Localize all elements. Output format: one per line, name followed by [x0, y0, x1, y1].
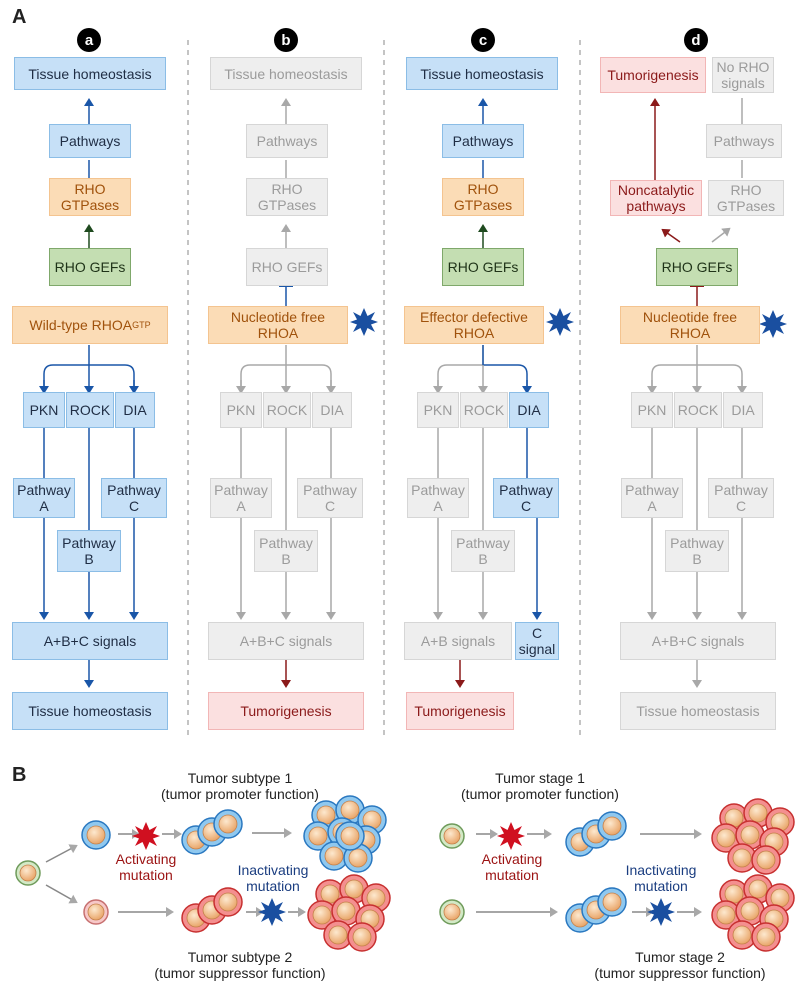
c-pathway-c: Pathway C — [493, 478, 559, 518]
c-effector-defective-rhoa: Effector defective RHOA — [404, 306, 544, 344]
subtype2-subtitle: (tumor suppressor function) — [154, 965, 326, 981]
a-pkn: PKN — [23, 392, 65, 428]
inactivating-star-icon — [258, 898, 286, 926]
d-pkn: PKN — [631, 392, 673, 428]
b-dia: DIA — [312, 392, 352, 428]
b-rock: ROCK — [263, 392, 311, 428]
c-pathway-b: Pathway B — [451, 530, 515, 572]
c-pathways: Pathways — [442, 124, 524, 158]
a-pathways: Pathways — [49, 124, 131, 158]
mutation-star-icon — [759, 310, 787, 338]
b-tumorigenesis: Tumorigenesis — [208, 692, 364, 730]
b-nucleotide-free-rhoa: Nucleotide free RHOA — [208, 306, 348, 344]
b-rho-gefs: RHO GEFs — [246, 248, 328, 286]
a-rho-gtpases: RHO GTPases — [49, 178, 131, 216]
inactivating-star-icon — [647, 898, 675, 926]
inactivating-mutation-label-left: Inactivating mutation — [237, 862, 309, 894]
d-pathway-c: Pathway C — [708, 478, 774, 518]
red-tumor-cluster-stage1 — [711, 798, 795, 875]
c-dia: DIA — [509, 392, 549, 428]
a-dia: DIA — [115, 392, 155, 428]
b-tissue-homeostasis-top: Tissue homeostasis — [210, 57, 362, 90]
c-tumorigenesis: Tumorigenesis — [406, 692, 514, 730]
c-ab-signals: A+B signals — [404, 622, 512, 660]
stage2-title: Tumor stage 2 — [635, 949, 725, 965]
inactivating-mutation-label-right: Inactivating mutation — [625, 862, 697, 894]
gtp-superscript: GTP — [132, 320, 151, 330]
b-pathway-c: Pathway C — [297, 478, 363, 518]
d-pathway-b: Pathway B — [665, 530, 729, 572]
a-abc-signals: A+B+C signals — [12, 622, 168, 660]
panel-a-label: A — [12, 6, 27, 28]
d-tumorigenesis: Tumorigenesis — [600, 57, 706, 93]
d-dia: DIA — [723, 392, 763, 428]
b-pathway-a: Pathway A — [210, 478, 272, 518]
d-nucleotide-free-rhoa: Nucleotide free RHOA — [620, 306, 760, 344]
activating-mutation-label-right: Activating mutation — [481, 851, 543, 883]
c-tissue-homeostasis-top: Tissue homeostasis — [406, 57, 558, 90]
d-pathway-a: Pathway A — [621, 478, 683, 518]
column-d-marker: d — [684, 28, 708, 52]
subtype2-title: Tumor subtype 2 — [187, 949, 293, 965]
activating-mutation-label-left: Activating mutation — [115, 851, 177, 883]
subtype1-subtitle: (tumor promoter function) — [161, 786, 319, 802]
a-pathway-c: Pathway C — [101, 478, 167, 518]
b-abc-signals: A+B+C signals — [208, 622, 364, 660]
mutation-star-icon — [546, 308, 574, 336]
b-rho-gtpases: RHO GTPases — [246, 178, 328, 216]
stage1-title: Tumor stage 1 — [495, 770, 585, 786]
d-tissue-homeostasis-bottom: Tissue homeostasis — [620, 692, 776, 730]
activating-star-icon — [497, 822, 525, 850]
d-rho-gtpases: RHO GTPases — [708, 180, 784, 216]
column-a-marker: a — [77, 28, 101, 52]
d-rock: ROCK — [674, 392, 722, 428]
b-pkn: PKN — [220, 392, 262, 428]
red-tumor-cluster-stage2 — [711, 874, 795, 952]
a-pathway-b: Pathway B — [57, 530, 121, 572]
c-rock: ROCK — [460, 392, 508, 428]
c-pkn: PKN — [417, 392, 459, 428]
column-b-marker: b — [274, 28, 298, 52]
c-pathway-a: Pathway A — [407, 478, 469, 518]
d-abc-signals: A+B+C signals — [620, 622, 776, 660]
a-tissue-homeostasis-bottom: Tissue homeostasis — [12, 692, 168, 730]
a-tissue-homeostasis-top: Tissue homeostasis — [14, 57, 166, 90]
c-rho-gefs: RHO GEFs — [442, 248, 524, 286]
b-pathways: Pathways — [246, 124, 328, 158]
activating-star-icon — [132, 822, 160, 850]
subtype1-title: Tumor subtype 1 — [187, 770, 293, 786]
stage2-subtitle: (tumor suppressor function) — [594, 965, 766, 981]
column-c-marker: c — [471, 28, 495, 52]
mutation-star-icon — [350, 308, 378, 336]
d-pathways: Pathways — [706, 124, 782, 158]
d-rho-gefs: RHO GEFs — [656, 248, 738, 286]
c-rho-gtpases: RHO GTPases — [442, 178, 524, 216]
red-tumor-cluster — [307, 874, 391, 952]
b-pathway-b: Pathway B — [254, 530, 318, 572]
d-no-rho-signals: No RHO signals — [712, 57, 774, 93]
blue-tumor-cluster — [303, 795, 387, 873]
a-rock: ROCK — [66, 392, 114, 428]
c-c-signal: C signal — [515, 622, 559, 660]
stage1-subtitle: (tumor promoter function) — [461, 786, 619, 802]
d-noncatalytic-pathways: Noncatalytic pathways — [610, 180, 702, 216]
panel-b-label: B — [12, 764, 27, 786]
a-pathway-a: Pathway A — [13, 478, 75, 518]
a-rho-gefs: RHO GEFs — [49, 248, 131, 286]
wildtype-label: Wild-type RHOA — [29, 317, 133, 333]
